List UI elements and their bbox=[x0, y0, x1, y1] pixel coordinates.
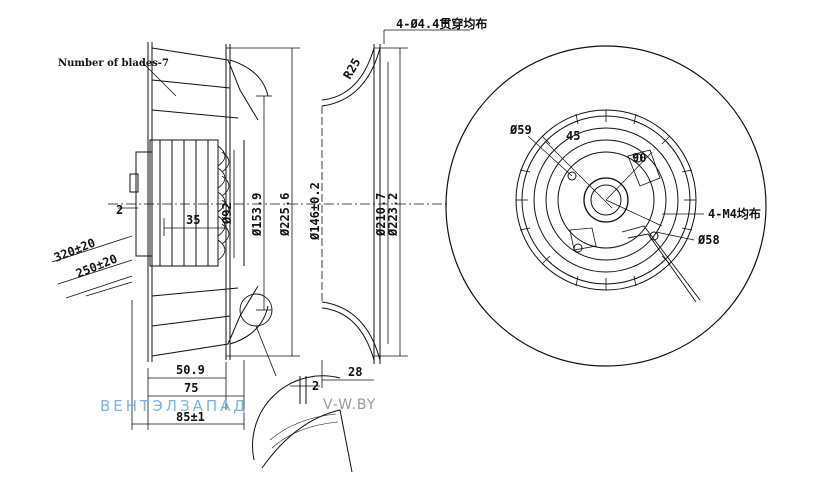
front-view bbox=[445, 45, 767, 367]
dim-35: 35 bbox=[186, 213, 200, 227]
dim-detail-2: 2 bbox=[312, 379, 319, 393]
dim-45: 45 bbox=[566, 129, 580, 143]
watermark-site: V-W.BY bbox=[323, 397, 377, 413]
dim-50-9: 50.9 bbox=[176, 363, 205, 377]
dim-d58: Ø58 bbox=[697, 233, 720, 247]
dim-d223: Ø223.2 bbox=[386, 193, 400, 237]
impeller-side-view bbox=[147, 42, 269, 362]
holes-note: 4-Ø4.4贯穿均布 bbox=[396, 16, 487, 31]
vertical-dimension-lines bbox=[226, 47, 300, 357]
dim-28: 28 bbox=[348, 365, 362, 379]
dim-d92: Ø92 bbox=[220, 202, 234, 225]
dim-90: 90 bbox=[632, 151, 646, 165]
horizontal-dimension-lines bbox=[118, 207, 245, 430]
dim-d153: Ø153.9 bbox=[250, 193, 264, 237]
blades-note: Number of blades-7 bbox=[58, 58, 169, 69]
dim-d146: Ø146±0.2 bbox=[308, 182, 322, 241]
watermark-brand: ВЕНТЭЛЗАПАД bbox=[100, 397, 249, 415]
inlet-ring-side-view bbox=[321, 29, 470, 388]
dim-250: 250±20 bbox=[74, 252, 119, 281]
m4-note: 4-M4均布 bbox=[708, 206, 761, 221]
detail-view bbox=[252, 375, 353, 473]
dim-d210: Ø210.7 bbox=[374, 193, 388, 237]
dim-85: 85±1 bbox=[176, 410, 205, 424]
dim-2: 2 bbox=[116, 203, 123, 217]
cable-leader bbox=[51, 235, 133, 299]
dim-d225: Ø225.6 bbox=[278, 193, 292, 237]
dim-d59: Ø59 bbox=[509, 123, 532, 137]
dim-75: 75 bbox=[184, 381, 198, 395]
